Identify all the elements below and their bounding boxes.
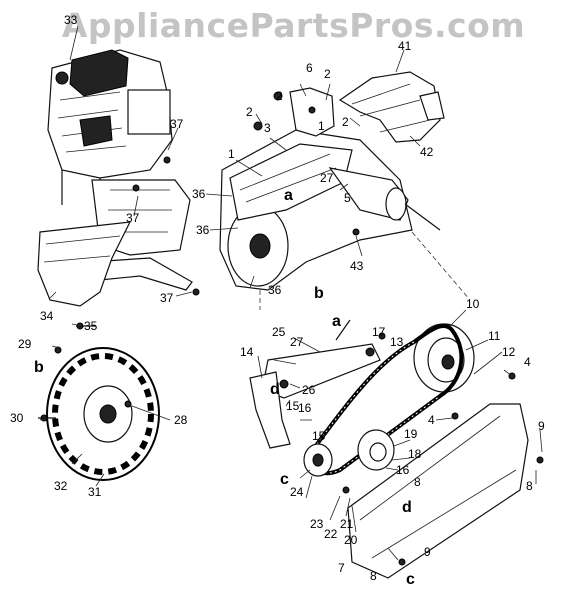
label-43: 43 bbox=[350, 259, 364, 273]
label-37b: 37 bbox=[126, 211, 140, 225]
part-labels: 33 37 37 37 34 35 36 36 36 1 1 2 2 2 2 3… bbox=[10, 13, 545, 583]
ref-a-upper: a bbox=[284, 187, 293, 204]
label-35: 35 bbox=[84, 319, 98, 333]
label-9b: 9 bbox=[424, 545, 431, 559]
leader-lines bbox=[39, 25, 543, 561]
label-15b: 15 bbox=[312, 429, 326, 443]
hardware-fasteners bbox=[38, 156, 544, 566]
label-37c: 37 bbox=[160, 291, 174, 305]
label-16a: 16 bbox=[298, 401, 312, 415]
ref-b-upper: b bbox=[314, 285, 324, 302]
label-32: 32 bbox=[54, 479, 68, 493]
label-42: 42 bbox=[420, 145, 434, 159]
label-7: 7 bbox=[338, 561, 345, 575]
ref-b-lower: b bbox=[34, 359, 44, 376]
bracket-6 bbox=[253, 87, 335, 137]
label-4b: 4 bbox=[428, 413, 435, 427]
label-11: 11 bbox=[488, 329, 501, 343]
label-9a: 9 bbox=[538, 419, 545, 433]
label-3: 3 bbox=[264, 121, 271, 135]
label-24: 24 bbox=[290, 485, 304, 499]
ref-c-left: c bbox=[280, 471, 289, 488]
label-23: 23 bbox=[310, 517, 324, 531]
label-36b: 36 bbox=[196, 223, 210, 237]
reference-letters: a a b b c c d d bbox=[34, 187, 415, 588]
label-14: 14 bbox=[240, 345, 254, 359]
tine-shield bbox=[37, 221, 132, 307]
label-18: 18 bbox=[408, 447, 422, 461]
label-2c: 2 bbox=[324, 67, 331, 81]
ref-d-right: d bbox=[402, 499, 412, 516]
label-41: 41 bbox=[398, 39, 412, 53]
tine-shield-right bbox=[338, 71, 445, 143]
label-1b: 1 bbox=[318, 119, 325, 133]
label-25: 25 bbox=[272, 325, 286, 339]
label-8a: 8 bbox=[414, 475, 421, 489]
label-2a: 2 bbox=[246, 105, 253, 119]
label-8b: 8 bbox=[526, 479, 533, 493]
label-27b: 27 bbox=[290, 335, 304, 349]
watermark: AppliancePartsPros.com bbox=[61, 6, 526, 45]
label-36c: 36 bbox=[268, 283, 282, 297]
ref-d-left: d bbox=[270, 381, 280, 398]
label-17: 17 bbox=[372, 325, 386, 339]
label-16b: 16 bbox=[396, 463, 410, 477]
label-13: 13 bbox=[390, 335, 404, 349]
label-28: 28 bbox=[174, 413, 188, 427]
belt-cover bbox=[347, 403, 529, 579]
label-2b: 2 bbox=[276, 89, 283, 103]
label-22: 22 bbox=[324, 527, 338, 541]
label-20: 20 bbox=[344, 533, 358, 547]
label-8c: 8 bbox=[370, 569, 377, 583]
label-15a: 15 bbox=[286, 399, 300, 413]
idler-pulley bbox=[357, 429, 395, 471]
label-2d: 2 bbox=[342, 115, 349, 129]
transmission-housing bbox=[219, 129, 471, 310]
label-19: 19 bbox=[404, 427, 418, 441]
ref-c-right: c bbox=[406, 571, 415, 588]
label-1a: 1 bbox=[228, 147, 235, 161]
label-6: 6 bbox=[306, 61, 313, 75]
label-10: 10 bbox=[466, 297, 480, 311]
label-12: 12 bbox=[502, 345, 516, 359]
label-21: 21 bbox=[340, 517, 354, 531]
label-33: 33 bbox=[64, 13, 78, 27]
engine bbox=[47, 49, 173, 205]
v-belt bbox=[309, 323, 464, 476]
label-34: 34 bbox=[40, 309, 54, 323]
label-26: 26 bbox=[302, 383, 316, 397]
label-31: 31 bbox=[88, 485, 102, 499]
wheel-tire bbox=[46, 347, 160, 481]
small-pulley bbox=[303, 443, 333, 477]
ref-a-lower: a bbox=[332, 313, 341, 330]
bracket-14 bbox=[249, 371, 291, 449]
label-5: 5 bbox=[344, 191, 351, 205]
label-29: 29 bbox=[18, 337, 32, 351]
label-37a: 37 bbox=[170, 117, 184, 131]
label-27a: 27 bbox=[320, 171, 334, 185]
label-36a: 36 bbox=[192, 187, 206, 201]
label-4a: 4 bbox=[524, 355, 531, 369]
label-30: 30 bbox=[10, 411, 24, 425]
